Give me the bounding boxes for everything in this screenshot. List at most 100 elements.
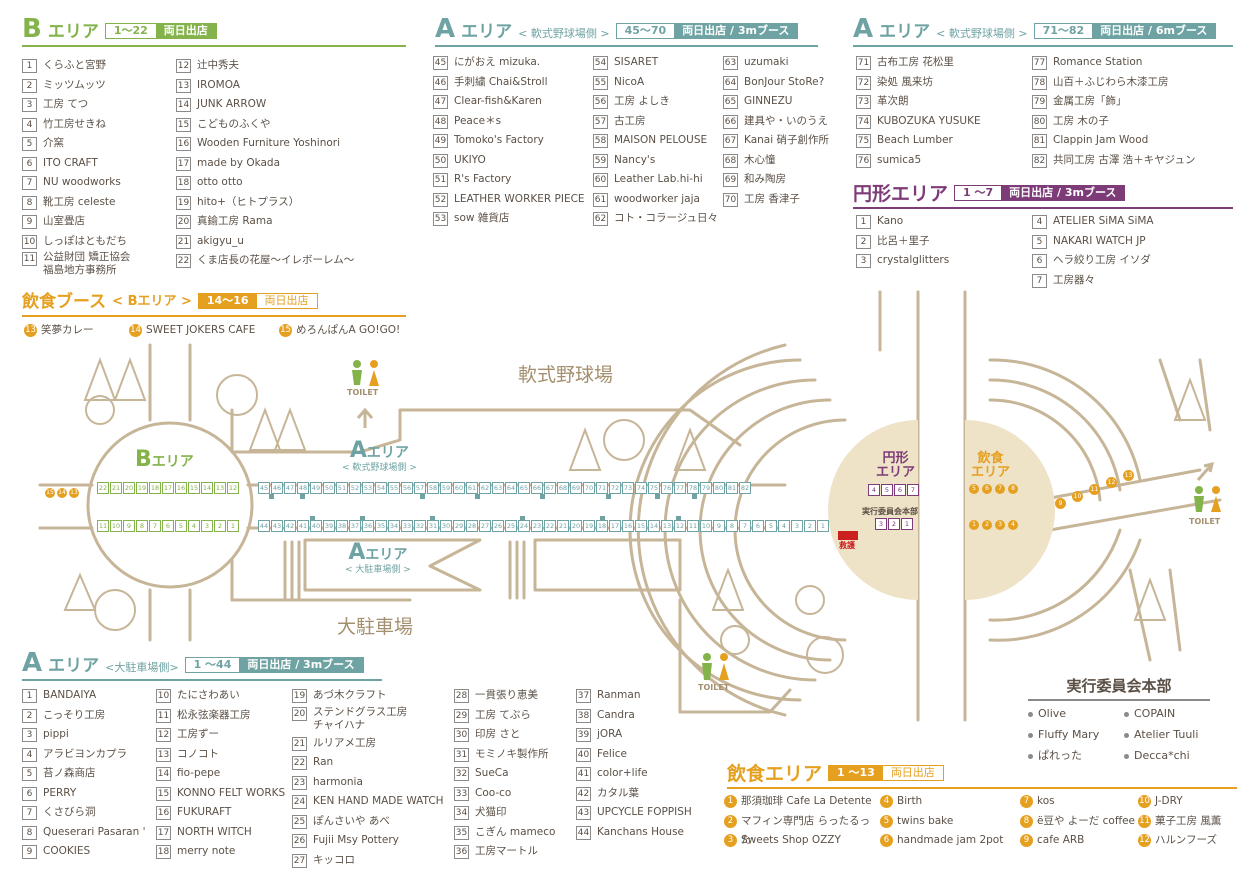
tree-icon	[721, 626, 749, 654]
booth-number: 7	[22, 176, 37, 190]
booth-marker: 20	[570, 520, 582, 532]
booth-number: 8	[1020, 815, 1033, 828]
bullet-icon	[1028, 733, 1033, 738]
booth-number: 2	[856, 235, 871, 249]
hq-member: Fluffy Mary	[1028, 724, 1124, 745]
booth-marker: 3	[791, 520, 803, 532]
booth-number: 16	[156, 806, 171, 820]
booth-marker: 66	[531, 482, 543, 494]
booth-number: 10	[1138, 795, 1151, 808]
booth-name: Birth	[897, 792, 922, 812]
booth-marker: 60	[453, 482, 465, 494]
booth-marker: 1	[901, 518, 913, 530]
booth-marker: 5	[175, 520, 187, 532]
bullet-icon	[1124, 712, 1129, 717]
a-soft-title: エリア	[461, 22, 512, 42]
booth-marker: 4	[868, 484, 880, 496]
booth-number: 19	[176, 196, 191, 210]
booth-marker: 21	[557, 520, 569, 532]
a-soft-map-letter: A	[350, 438, 367, 463]
booth-number: 68	[723, 154, 738, 168]
booth-marker: 14	[201, 482, 213, 494]
booth-number: 12	[1138, 834, 1151, 847]
booth-name: くらふと宮野	[43, 56, 106, 76]
booth-name: 金属工房「飾」	[1053, 92, 1127, 112]
food-area-divider	[727, 787, 1237, 789]
booth-marker: 51	[336, 482, 348, 494]
booth-name: 工房 木の子	[1053, 112, 1109, 132]
b-area-map-label: Bエリア	[135, 447, 194, 472]
tree-icon	[604, 420, 644, 460]
booth-marker: 48	[297, 482, 309, 494]
booth-marker: 72	[609, 482, 621, 494]
booth-number: 43	[576, 806, 591, 820]
booth-number: 41	[576, 767, 591, 781]
booth-marker: 37	[349, 520, 361, 532]
booth-number: 72	[856, 76, 871, 90]
a-soft6-days: 両日出店 / 6mブース	[1092, 24, 1215, 38]
booth-name: SWEET JOKERS CAFE	[146, 321, 255, 341]
booth-name: コト・コラージュ日々	[614, 209, 718, 229]
booth-number: 13	[176, 79, 191, 93]
food-map-line2: エリア	[971, 466, 1010, 480]
tree-icon	[796, 586, 824, 614]
booth-number: 32	[454, 767, 469, 781]
booth-number: 45	[433, 56, 448, 70]
booth-number: 6	[880, 834, 893, 847]
booth-marker: 23	[531, 520, 543, 532]
booth-marker: 63	[492, 482, 504, 494]
booth-number: 66	[723, 115, 738, 129]
booth-name: jORA	[597, 725, 622, 745]
booth-name: 共同工房 古澤 浩＋キヤジュン	[1053, 151, 1195, 171]
booth-marker: 52	[349, 482, 361, 494]
booth-name: ミッツムッツ	[43, 76, 106, 96]
a-soft6-title: エリア	[879, 22, 930, 42]
booth-marker: 32	[414, 520, 426, 532]
booth-number: 36	[454, 845, 469, 859]
food-b-range: 14～16	[199, 294, 257, 308]
booth-name: SISARET	[614, 53, 658, 73]
booth-number: 7	[1032, 274, 1047, 288]
booth-name: fio-pepe	[177, 764, 220, 784]
booth-name: pippi	[43, 725, 69, 745]
booth-name: ハルンフーズ	[1155, 831, 1217, 851]
booth-marker: 26	[492, 520, 504, 532]
booth-marker: 73	[622, 482, 634, 494]
booth-name: UPCYCLE FOPPISH	[597, 803, 692, 823]
booth-number: 7	[1020, 795, 1033, 808]
booth-number: 76	[856, 154, 871, 168]
booth-name: SueCa	[475, 764, 509, 784]
booth-number: 10	[22, 235, 37, 249]
